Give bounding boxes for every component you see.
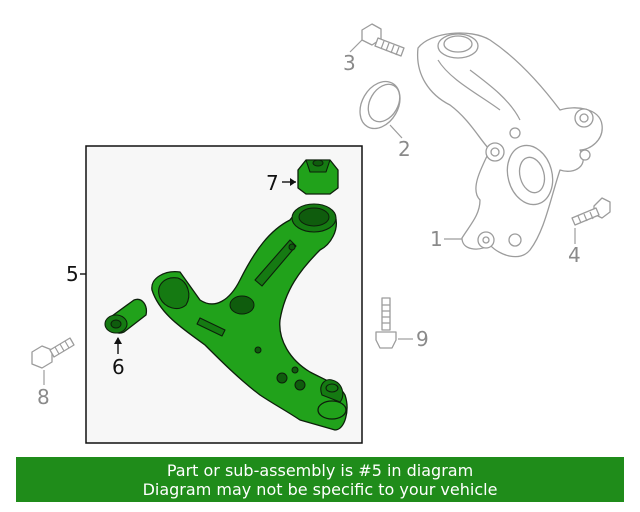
callout-9: 9 [416, 327, 429, 351]
callout-7: 7 [266, 171, 279, 195]
part-9-bolt [375, 297, 397, 349]
info-banner: Part or sub-assembly is #5 in diagram Di… [16, 457, 624, 502]
callout-4: 4 [568, 243, 581, 267]
callout-1: 1 [430, 227, 443, 251]
control-arm [151, 203, 348, 431]
callout-8: 8 [37, 385, 50, 409]
arrowhead-6 [114, 337, 122, 344]
part-7-bushing [297, 159, 339, 195]
callout-6: 6 [112, 355, 125, 379]
part-2-seal-ring [359, 80, 401, 130]
part-8-bolt [31, 337, 75, 369]
arrowhead-7 [290, 178, 296, 186]
banner-line-2: Diagram may not be specific to your vehi… [142, 479, 498, 499]
parts-diagram: 3 2 1 4 9 [31, 23, 611, 444]
banner-line-1: Part or sub-assembly is #5 in diagram [166, 460, 474, 480]
part-6-bushing [104, 298, 148, 334]
callout-2: 2 [398, 137, 411, 161]
callout-5: 5 [66, 262, 79, 286]
callout-3: 3 [343, 51, 356, 75]
part-4-bolt [571, 197, 611, 226]
part-3-bolt [361, 23, 405, 57]
leader-3 [349, 39, 363, 53]
leader-2 [389, 124, 403, 139]
part-1-steering-knuckle [416, 32, 603, 258]
